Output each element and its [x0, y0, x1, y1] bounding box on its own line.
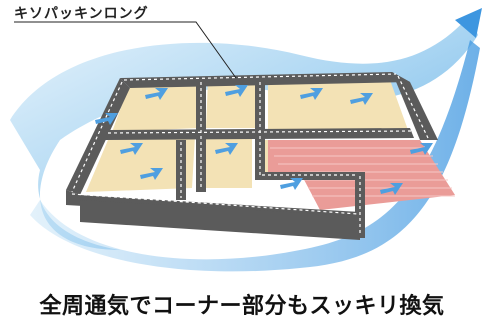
- packing-lines: [71, 73, 429, 236]
- floor-slabs: [86, 78, 408, 192]
- air-arrows: [95, 85, 433, 195]
- product-label: キソパッキンロング: [14, 6, 149, 22]
- airflow-arrowhead: [455, 8, 482, 38]
- caption: 全周通気でコーナー部分もスッキリ換気: [39, 294, 445, 319]
- label-leader-line: [14, 21, 237, 79]
